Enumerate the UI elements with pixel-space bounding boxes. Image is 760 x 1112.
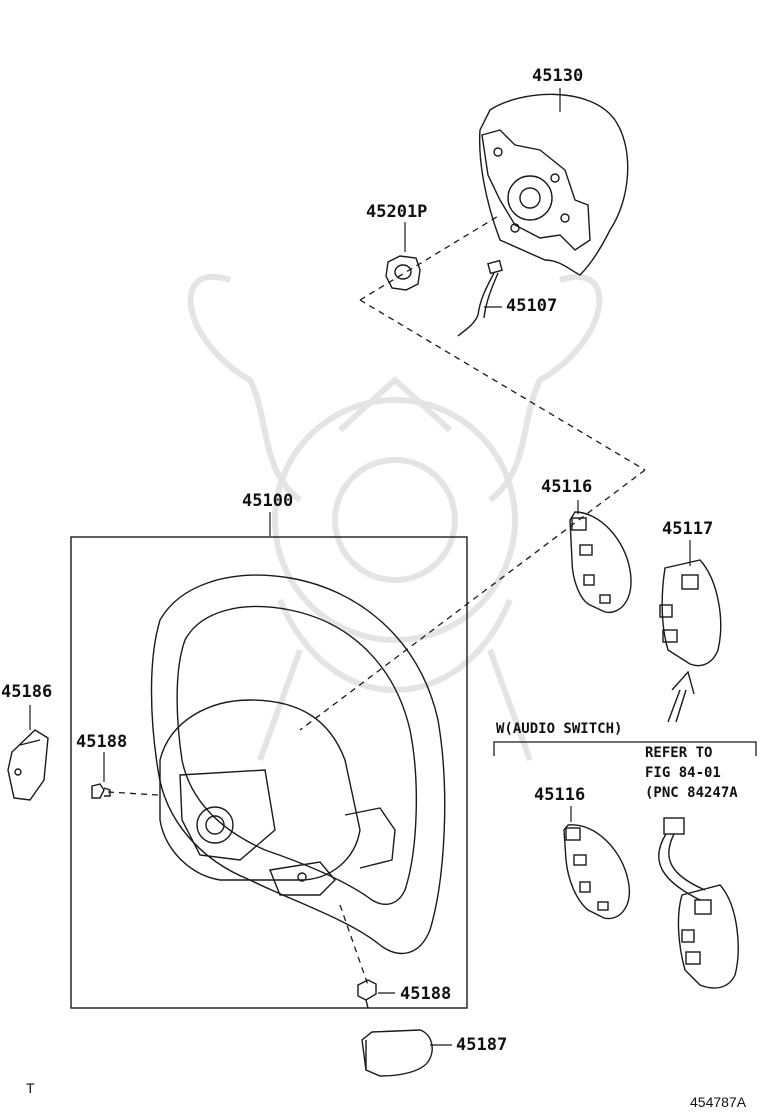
label-45116-lower: 45116: [534, 785, 586, 805]
dashed-leaders: [107, 214, 646, 986]
arrow-to-45117: [667, 670, 695, 723]
note-refer-line2: FIG 84-01: [645, 765, 721, 781]
label-45188-bottom: 45188: [400, 984, 452, 1004]
diagram-id: 454787A: [690, 1094, 747, 1110]
label-45107: 45107: [506, 296, 558, 316]
label-45100: 45100: [242, 491, 294, 511]
airbag-assembly-45130: [478, 93, 629, 276]
screw-45188-left: [91, 783, 111, 799]
steering-wheel-frame: [70, 536, 468, 1009]
label-45186: 45186: [1, 682, 53, 702]
footer-mark: T: [26, 1080, 35, 1096]
note-audio-switch: W(AUDIO SWITCH): [496, 721, 623, 737]
cover-45186: [7, 729, 49, 801]
label-45187: 45187: [456, 1035, 508, 1055]
switch-45116-lower: [563, 824, 630, 920]
note-refer-line1: REFER TO: [645, 745, 713, 761]
label-45188-left: 45188: [76, 732, 128, 752]
label-45116-upper: 45116: [541, 477, 593, 497]
switch-45116-upper: [569, 511, 632, 614]
note-refer-line3: (PNC 84247A: [645, 785, 738, 801]
audio-switch-bracket: [493, 741, 757, 756]
watermark-emblem: [187, 274, 603, 762]
screw-45188-bottom: [357, 979, 377, 1009]
steering-wheel-45100: [150, 574, 446, 955]
wire-harness-45107: [457, 259, 503, 337]
audio-switch-with-harness: [658, 817, 739, 989]
switch-45117: [659, 559, 722, 667]
label-45201p: 45201P: [366, 202, 428, 222]
label-45130: 45130: [532, 66, 584, 86]
label-45117: 45117: [662, 519, 714, 539]
nut-45201p: [385, 255, 421, 291]
cover-45187: [361, 1029, 433, 1077]
